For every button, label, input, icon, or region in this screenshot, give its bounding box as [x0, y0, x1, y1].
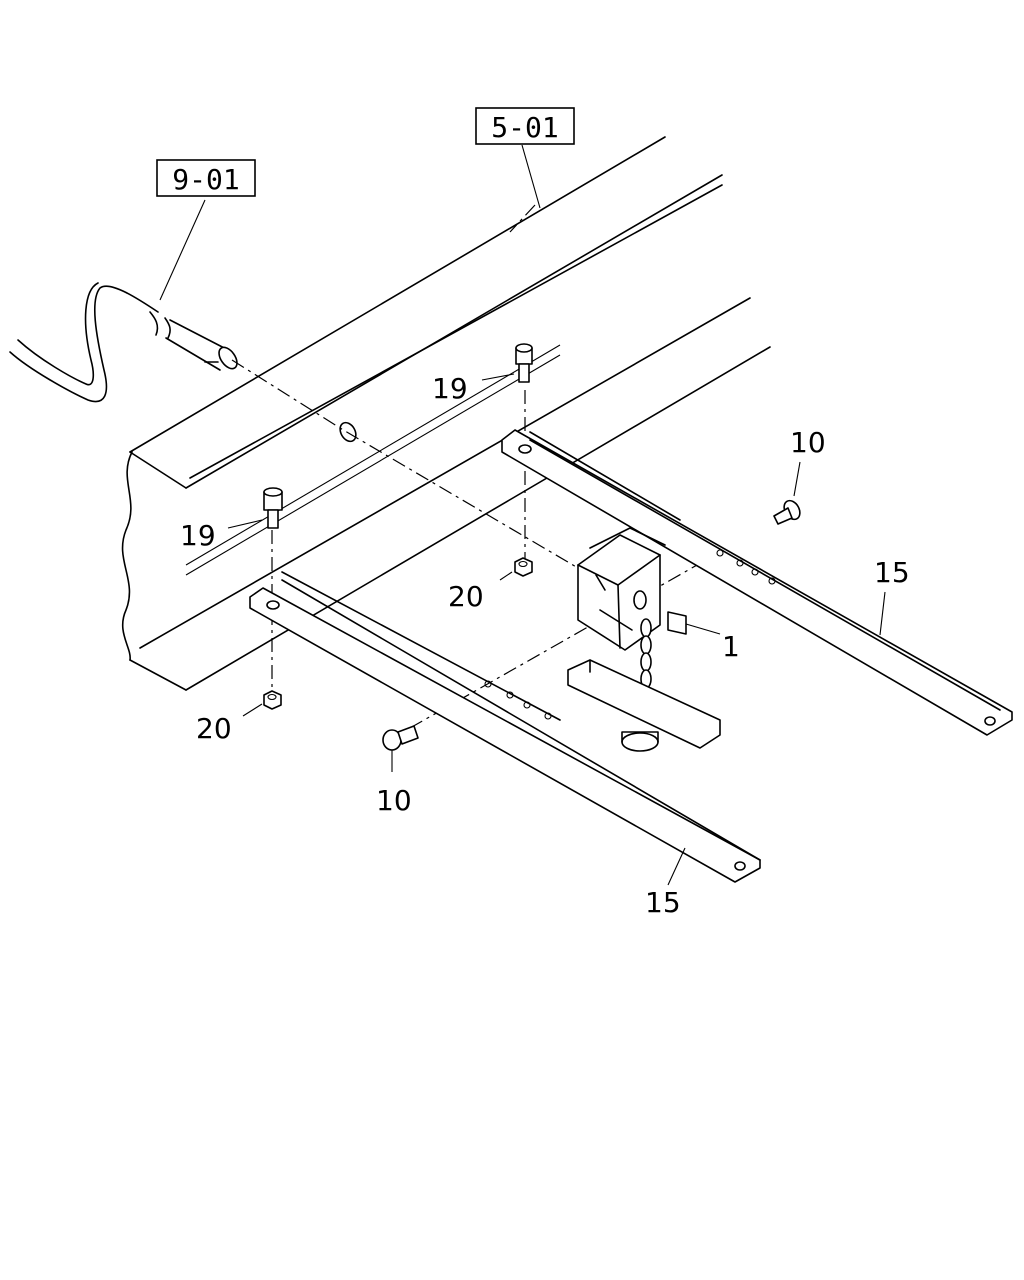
bracket-15-right: [501, 429, 1013, 736]
callout-15-right: 15: [874, 556, 910, 589]
callout-20-right: 20: [448, 580, 484, 613]
carrier-winch-1: [567, 527, 721, 752]
bolt-19-right: [515, 343, 533, 383]
callout-15-left: 15: [645, 886, 681, 919]
hose-assembly: [9, 282, 238, 403]
frame-rail: [121, 136, 771, 691]
rail-hole: [339, 421, 357, 443]
reference-box-5-01[interactable]: 5-01: [475, 107, 575, 145]
callout-19-right: 19: [432, 372, 468, 405]
bolt-10-right: [773, 499, 801, 525]
reference-label-9-01: 9-01: [172, 163, 239, 196]
callout-10-left: 10: [376, 784, 412, 817]
callout-1: 1: [722, 630, 740, 663]
reference-label-5-01: 5-01: [491, 111, 558, 144]
callout-19-left: 19: [180, 519, 216, 552]
bracket-15-left: [249, 571, 761, 883]
nut-20-right: [514, 557, 533, 577]
bolt-10-left: [382, 725, 419, 751]
callout-20-left: 20: [196, 712, 232, 745]
reference-box-9-01[interactable]: 9-01: [156, 159, 256, 197]
callout-leaders: [159, 144, 886, 886]
bolt-19-left: [263, 487, 283, 529]
callout-10-right: 10: [790, 426, 826, 459]
nut-20-left: [263, 690, 282, 710]
